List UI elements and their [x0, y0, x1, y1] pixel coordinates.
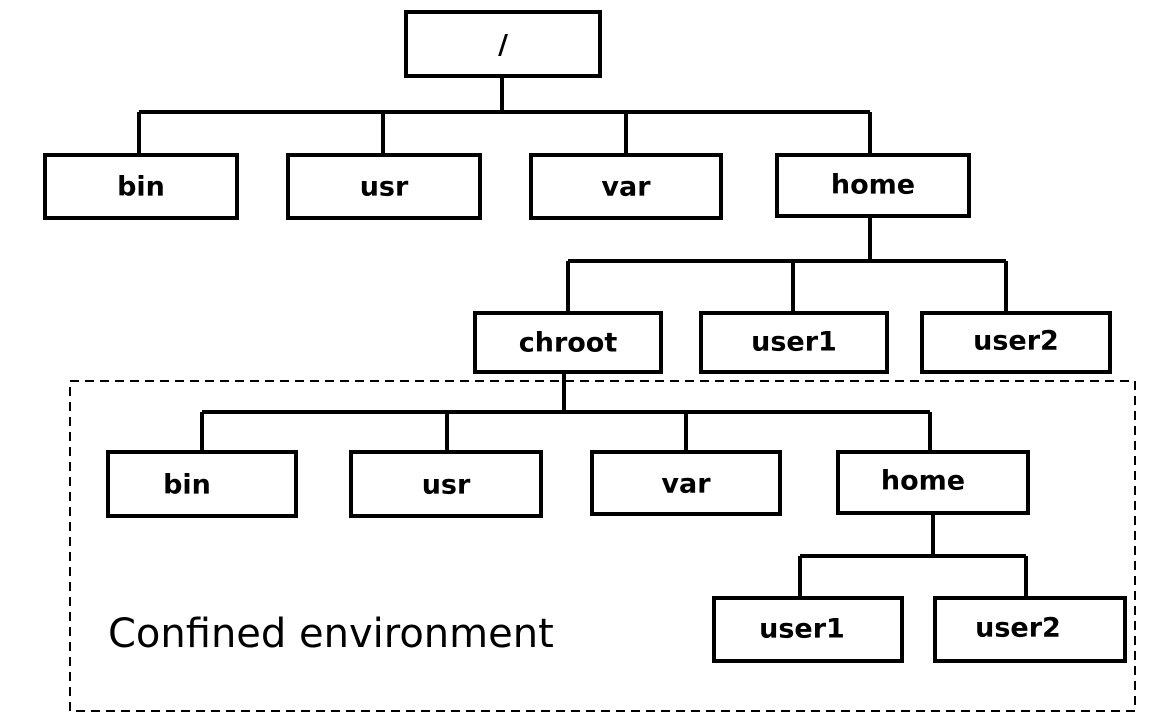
node-root-label: / — [498, 30, 508, 61]
node-chroot-bin-label: bin — [163, 470, 211, 501]
node-chroot-usr: usr — [349, 450, 543, 518]
node-chroot-home-user2: user2 — [933, 596, 1127, 663]
connector-chroot-home — [798, 513, 1028, 598]
node-home-user1-label: user1 — [751, 327, 837, 358]
node-root: / — [404, 10, 602, 78]
node-var: var — [529, 153, 723, 220]
connector-home — [566, 216, 1008, 313]
node-chroot: chroot — [473, 311, 663, 374]
node-home-label: home — [831, 170, 915, 201]
connector-chroot — [200, 372, 932, 452]
node-var-label: var — [601, 172, 651, 203]
node-chroot-home-user1: user1 — [712, 596, 904, 663]
confined-environment-label: Confined environment — [108, 611, 554, 657]
node-bin-label: bin — [117, 172, 165, 203]
node-chroot-bin: bin — [106, 450, 298, 518]
node-home: home — [775, 153, 971, 218]
connector-root — [137, 76, 872, 155]
node-usr: usr — [286, 153, 482, 220]
node-chroot-usr-label: usr — [422, 470, 471, 501]
node-chroot-home-user1-label: user1 — [759, 614, 845, 645]
node-chroot-home: home — [836, 450, 1030, 515]
node-usr-label: usr — [360, 172, 409, 203]
tree-connectors — [137, 76, 1028, 598]
node-home-user2: user2 — [920, 311, 1112, 374]
node-home-user2-label: user2 — [973, 326, 1059, 357]
node-chroot-home-label: home — [881, 466, 965, 497]
confined-environment-boundary — [69, 380, 1136, 712]
node-home-user1: user1 — [699, 311, 889, 374]
node-chroot-label: chroot — [519, 328, 618, 359]
node-chroot-var-label: var — [661, 469, 711, 500]
node-chroot-home-user2-label: user2 — [975, 613, 1061, 644]
node-bin: bin — [43, 153, 239, 220]
node-chroot-var: var — [590, 450, 782, 516]
